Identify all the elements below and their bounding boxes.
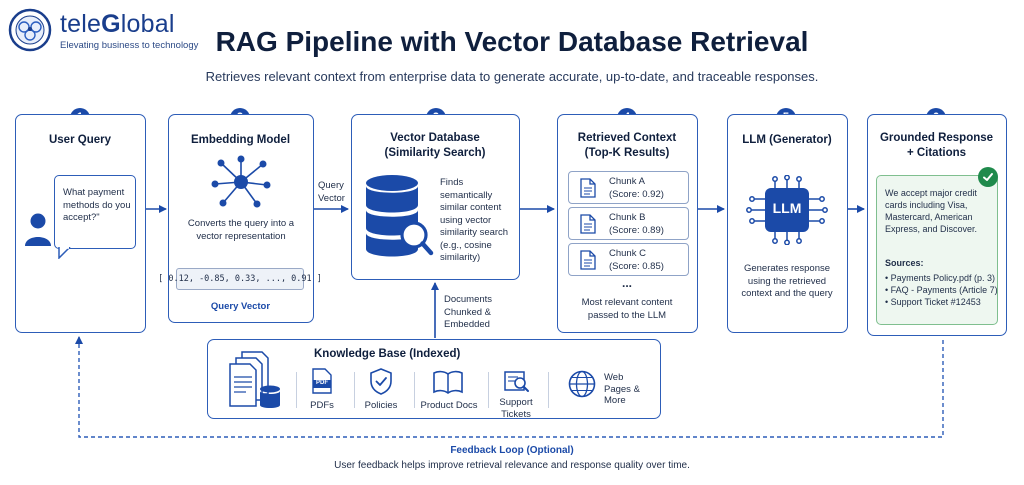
chunk-card: Chunk C (Score: 0.85) [568, 243, 689, 276]
step-4-title-line2: (Top-K Results) [584, 147, 670, 159]
llm-chip-icon [746, 175, 828, 245]
chunk-name: Chunk C [609, 248, 646, 259]
more-chunks-ellipsis: ... [621, 276, 632, 290]
kb-separator [488, 372, 489, 408]
chunk-score: (Score: 0.89) [609, 225, 664, 236]
step-2-title: Embedding Model [190, 134, 291, 146]
kb-item-pdfs: PDFs [310, 400, 334, 411]
kb-item-support-tickets: Support Tickets [499, 397, 533, 420]
query-vector-connector-label: Query Vector [318, 180, 345, 204]
kb-separator [414, 372, 415, 408]
pdf-icon [312, 368, 332, 394]
source-item: • Payments Policy.pdf (p. 3) [885, 273, 996, 283]
source-item: • Support Ticket #12453 [885, 297, 981, 307]
kb-separator [548, 372, 549, 408]
chunk-name: Chunk B [609, 212, 646, 223]
response-text: We accept major credit cards including V… [885, 188, 978, 234]
step-3-title-line2: (Similarity Search) [384, 147, 486, 159]
step-4-note: Most relevant content passed to the LLM [581, 297, 673, 321]
book-icon [433, 370, 463, 394]
chunk-card: Chunk A (Score: 0.92) [568, 171, 689, 204]
kb-item-policies: Policies [364, 400, 398, 411]
kb-item-web-pages: Web Pages & More [604, 372, 640, 406]
brand-tagline: Elevating business to technology [60, 40, 199, 51]
step-6-title-line1: Grounded Response [879, 132, 994, 144]
document-icon [580, 178, 596, 198]
step-3-description: Finds semantically similar content using… [440, 177, 509, 263]
step-2-card: Embedding Model Converts the query into … [158, 114, 322, 323]
documents-connector-label: Documents Chunked & Embedded [444, 294, 493, 330]
step-3-card: Vector Database (Similarity Search) Find… [351, 114, 520, 280]
kb-item-product-docs: Product Docs [420, 400, 478, 411]
network-icon [211, 155, 271, 208]
source-item: • FAQ - Payments (Article 7) [885, 285, 998, 295]
knowledge-base-title: Knowledge Base (Indexed) [314, 348, 461, 360]
document-icon [580, 250, 596, 270]
step-5-card: LLM (Generator) LLM Generates response u… [727, 114, 848, 333]
step-1-title: User Query [48, 134, 111, 146]
step-5-description: Generates response using the retrieved c… [741, 263, 833, 299]
step-2-description: Converts the query into a vector represe… [187, 218, 295, 242]
query-text: What payment methods do you accept?" [63, 187, 131, 223]
chunk-score: (Score: 0.85) [609, 261, 664, 272]
step-3-title-line1: Vector Database [390, 132, 480, 144]
globe-icon [568, 370, 596, 398]
llm-chip-label: LLM [772, 200, 802, 216]
document-stack-icon [229, 351, 280, 408]
shield-check-icon [370, 368, 392, 395]
feedback-loop-line [75, 336, 944, 438]
chunk-name: Chunk A [609, 176, 645, 187]
page-subtitle: Retrieves relevant context from enterpri… [205, 69, 819, 84]
brand-name: teleGlobal [60, 10, 175, 38]
pdf-badge-text: PDF [316, 380, 328, 386]
kb-separator [354, 372, 355, 408]
document-icon [580, 214, 596, 234]
step-5-title: LLM (Generator) [742, 134, 832, 146]
ticket-icon [504, 371, 529, 392]
query-bubble: What payment methods do you accept?" [54, 175, 136, 249]
query-vector-values: [ 0.12, -0.85, 0.33, ..., 0.91 ] [158, 268, 322, 290]
knowledge-base-panel: Knowledge Base (Indexed) PDF PDFs Polici… [207, 339, 661, 420]
bubble-tail [58, 247, 71, 259]
step-4-title-line1: Retrieved Context [577, 132, 677, 144]
feedback-loop-text: User feedback helps improve retrieval re… [334, 460, 690, 471]
user-icon [25, 213, 51, 246]
chunk-card: Chunk B (Score: 0.89) [568, 207, 689, 240]
feedback-loop-title: Feedback Loop (Optional) [450, 445, 574, 456]
sources-label: Sources: [885, 258, 924, 268]
kb-separator [296, 372, 297, 408]
database-search-icon [366, 175, 434, 257]
check-icon [978, 167, 998, 187]
response-box: We accept major credit cards including V… [876, 175, 998, 325]
teleglobal-logo-icon [8, 8, 52, 52]
step-1-card: User Query What payment methods do you a… [15, 114, 146, 333]
step-6-title-line2: + Citations [906, 147, 967, 159]
step-4-card: Retrieved Context (Top-K Results) Chunk … [557, 114, 698, 333]
chunk-score: (Score: 0.92) [609, 189, 664, 200]
step-6-card: Grounded Response + Citations We accept … [867, 114, 1007, 336]
query-vector-label: Query Vector [210, 301, 271, 312]
page-title: RAG Pipeline with Vector Database Retrie… [215, 26, 809, 57]
